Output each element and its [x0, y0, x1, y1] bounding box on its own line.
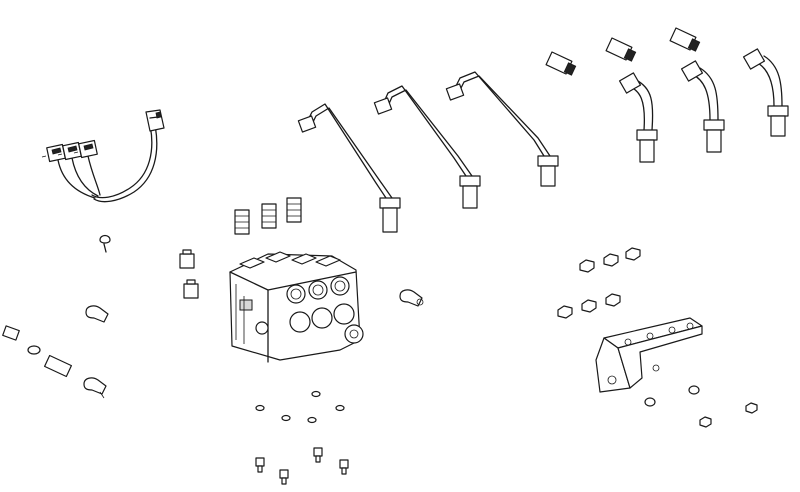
bent-hydraulic-tube-2 — [680, 60, 725, 153]
wire-harness — [41, 109, 165, 203]
small-screw-group — [255, 447, 349, 485]
port-plug-upper — [179, 249, 195, 269]
grommet-small — [99, 234, 111, 253]
elbow-fitting-right — [399, 289, 424, 307]
straight-hydraulic-tube-2 — [373, 85, 481, 209]
straight-adapter-fitting-left-1 — [2, 325, 20, 341]
o-ring-left — [27, 345, 41, 355]
bent-hydraulic-tube-1 — [618, 72, 658, 163]
port-plug-lower — [183, 279, 199, 299]
straight-adapter-fitting-2 — [605, 37, 637, 62]
straight-hydraulic-tube-1 — [297, 103, 401, 233]
elbow-fitting-lower — [83, 377, 107, 399]
elbow-fitting-left — [85, 305, 109, 323]
valve-port-fitting-3 — [286, 197, 302, 223]
straight-adapter-fitting-1 — [545, 51, 577, 76]
hex-nut-group — [557, 247, 641, 319]
straight-adapter-fitting-left-2 — [43, 354, 73, 378]
mounting-bracket — [595, 317, 703, 393]
directional-control-valve-block — [229, 251, 364, 363]
valve-port-fitting-2 — [261, 203, 277, 229]
bent-hydraulic-tube-3 — [742, 48, 789, 137]
straight-adapter-fitting-3 — [669, 27, 701, 52]
washer-group-bottom — [255, 390, 345, 424]
washer-group-right — [644, 385, 758, 428]
valve-port-fitting-1 — [234, 209, 250, 235]
straight-hydraulic-tube-3 — [445, 71, 559, 187]
